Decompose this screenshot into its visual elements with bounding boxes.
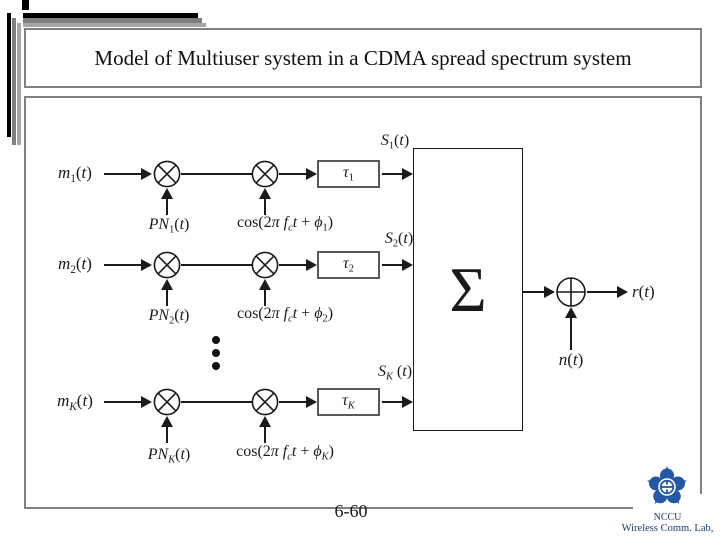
received-line	[587, 291, 617, 293]
row2-pn-arrowhead	[161, 279, 173, 290]
stack-layer-1-top	[23, 13, 198, 18]
row2-input-line	[104, 264, 141, 266]
row1-mid-line	[181, 173, 252, 175]
row3-to-sum-arrowhead	[402, 396, 413, 408]
row2-delay-box: τ2	[317, 251, 380, 279]
stack-layer-1-side	[7, 13, 11, 137]
content-box	[24, 96, 702, 509]
stack-layer-2-side	[12, 18, 16, 145]
sum-output-line	[523, 291, 544, 293]
row3-output-label: SK (t)	[377, 363, 413, 383]
row3-delay-box: τK	[317, 388, 380, 416]
stack-layer-3-side	[17, 23, 21, 145]
row1-output-label: S1(t)	[380, 132, 410, 152]
ellipsis-dot	[212, 349, 220, 357]
row2-carrier-arrow-line	[264, 289, 266, 306]
row1-to-delay-line	[279, 173, 306, 175]
row1-multiplier2-icon	[251, 160, 279, 188]
row3-carrier-arrowhead	[259, 416, 271, 427]
row1-carrier-arrow-line	[264, 198, 266, 215]
row1-carrier-arrowhead	[259, 188, 271, 199]
row3-pn-arrow-line	[166, 426, 168, 443]
logo-lab-text: Wireless Comm. Lab,	[621, 523, 714, 534]
row1-multiplier1-icon	[153, 160, 181, 188]
row1-pn-arrow-line	[166, 198, 168, 215]
university-logo-icon	[647, 466, 687, 504]
row3-pn-label: PNK(t)	[147, 446, 191, 466]
row2-to-sum-arrowhead	[402, 259, 413, 271]
row2-to-sum-line	[382, 264, 402, 266]
row2-carrier-arrowhead	[259, 279, 271, 290]
row3-to-sum-line	[382, 401, 402, 403]
received-arrowhead	[617, 286, 628, 298]
row2-delay-label: τ2	[343, 255, 354, 275]
row2-multiplier2-icon	[251, 251, 279, 279]
row1-input-label: m1(t)	[58, 163, 92, 185]
row2-to-delay-line	[279, 264, 306, 266]
received-label: r(t)	[632, 282, 655, 301]
stack-layer-2-top	[23, 18, 202, 23]
row2-pn-label: PN2(t)	[148, 307, 190, 327]
row1-input-arrowhead	[141, 168, 152, 180]
slide-title: Model of Multiuser system in a CDMA spre…	[94, 45, 632, 70]
row1-delay-box: τ1	[317, 160, 380, 188]
row3-carrier-arrow-line	[264, 426, 266, 443]
noise-arrow-line	[570, 317, 572, 350]
row1-to-delay-arrowhead	[306, 168, 317, 180]
row3-delay-label: τK	[342, 392, 355, 412]
row2-mid-line	[181, 264, 252, 266]
row3-multiplier1-icon	[153, 388, 181, 416]
row1-pn-label: PN1(t)	[148, 216, 190, 236]
row2-input-arrowhead	[141, 259, 152, 271]
row3-input-line	[104, 401, 141, 403]
row3-multiplier2-icon	[251, 388, 279, 416]
row1-to-sum-line	[382, 173, 402, 175]
row1-to-sum-arrowhead	[402, 168, 413, 180]
noise-arrowhead	[565, 307, 577, 318]
row1-carrier-label: cos(2π fct + ϕ1)	[236, 214, 334, 234]
noise-label: n(t)	[558, 350, 584, 369]
row1-input-line	[104, 173, 141, 175]
row3-input-arrowhead	[141, 396, 152, 408]
row1-delay-label: τ1	[343, 164, 354, 184]
title-box: Model of Multiuser system in a CDMA spre…	[24, 28, 702, 88]
row2-pn-arrow-line	[166, 289, 168, 306]
row1-pn-arrowhead	[161, 188, 173, 199]
row2-input-label: m2(t)	[58, 254, 92, 276]
row3-carrier-label: cos(2π fct + ϕK)	[236, 443, 334, 463]
sigma-symbol: Σ	[449, 253, 487, 325]
row3-input-label: mK(t)	[57, 391, 93, 413]
row3-to-delay-arrowhead	[306, 396, 317, 408]
page-number: 6-60	[334, 501, 368, 521]
adder-icon	[556, 277, 586, 307]
stack-layer-3-top	[23, 23, 206, 27]
row2-output-label: S2(t)	[384, 230, 414, 250]
row3-mid-line	[181, 401, 252, 403]
stack-corner-mark	[22, 0, 29, 10]
row2-carrier-label: cos(2π fct + ϕ2)	[236, 305, 334, 325]
row3-pn-arrowhead	[161, 416, 173, 427]
logo-org-text: NCCU	[653, 512, 682, 523]
row2-multiplier1-icon	[153, 251, 181, 279]
row3-to-delay-line	[279, 401, 306, 403]
row2-to-delay-arrowhead	[306, 259, 317, 271]
ellipsis-dot	[212, 362, 220, 370]
ellipsis-dot	[212, 336, 220, 344]
summation-box: Σ	[413, 148, 523, 431]
sum-output-arrowhead	[544, 286, 555, 298]
